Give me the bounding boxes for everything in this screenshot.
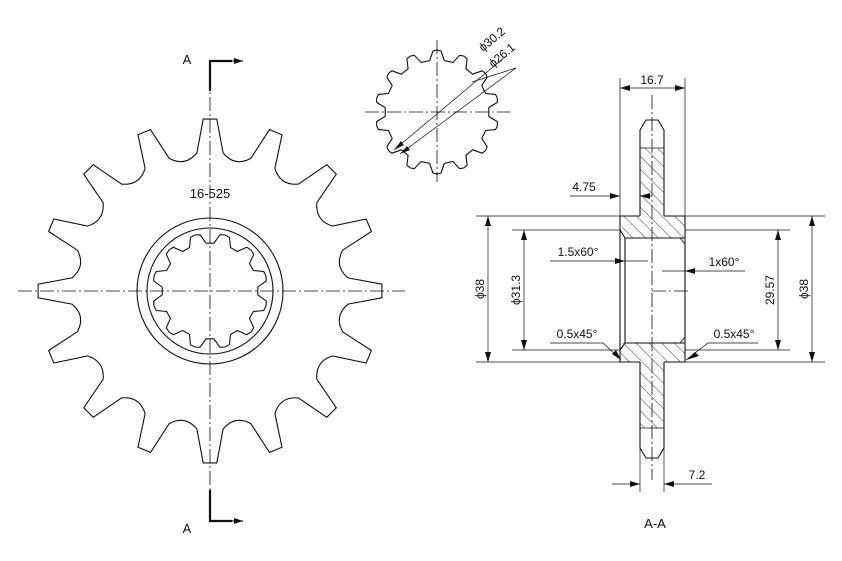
chamfer-bottom-right-label: 0.5x45° [714, 327, 755, 341]
leader-outer-diameter [393, 55, 507, 151]
hub-inner-circle [146, 227, 274, 355]
section-view: ϕ38 ϕ31.3 29.57 ϕ38 16.7 4.75 1.5x60° [473, 73, 825, 531]
detail-spline-outline [376, 49, 498, 175]
right-diameter-label: ϕ38 [797, 279, 811, 299]
sprocket-outline [37, 118, 383, 464]
chamfer-bottom-left-label: 0.5x45° [557, 327, 598, 341]
section-letter-top: A [183, 52, 192, 67]
chamfer-top-left-label: 1.5x60° [558, 245, 599, 259]
section-mark-top [208, 59, 232, 91]
section-mark-bottom [208, 490, 232, 523]
leader-root-diameter [399, 67, 517, 155]
detail-view: ϕ30.2 ϕ26.1 [365, 24, 518, 182]
top-width-label: 16.7 [640, 73, 664, 87]
left-diameter-label: ϕ38 [473, 279, 487, 299]
bore-diameter-label: ϕ31.3 [509, 275, 523, 305]
hub-outer-circle [136, 217, 284, 365]
section-letter-bottom: A [183, 521, 192, 536]
shoulder-label: 4.75 [572, 180, 596, 194]
chamfer-top-right-label: 1x60° [709, 255, 740, 269]
part-code-label: 16-525 [190, 186, 230, 201]
spline-bore-outline [153, 234, 267, 348]
tooth-width-label: 7.2 [689, 468, 706, 482]
right-inner-label: 29.57 [763, 275, 777, 305]
front-view: 16-525 A A [18, 52, 405, 536]
section-title: A-A [644, 516, 666, 531]
